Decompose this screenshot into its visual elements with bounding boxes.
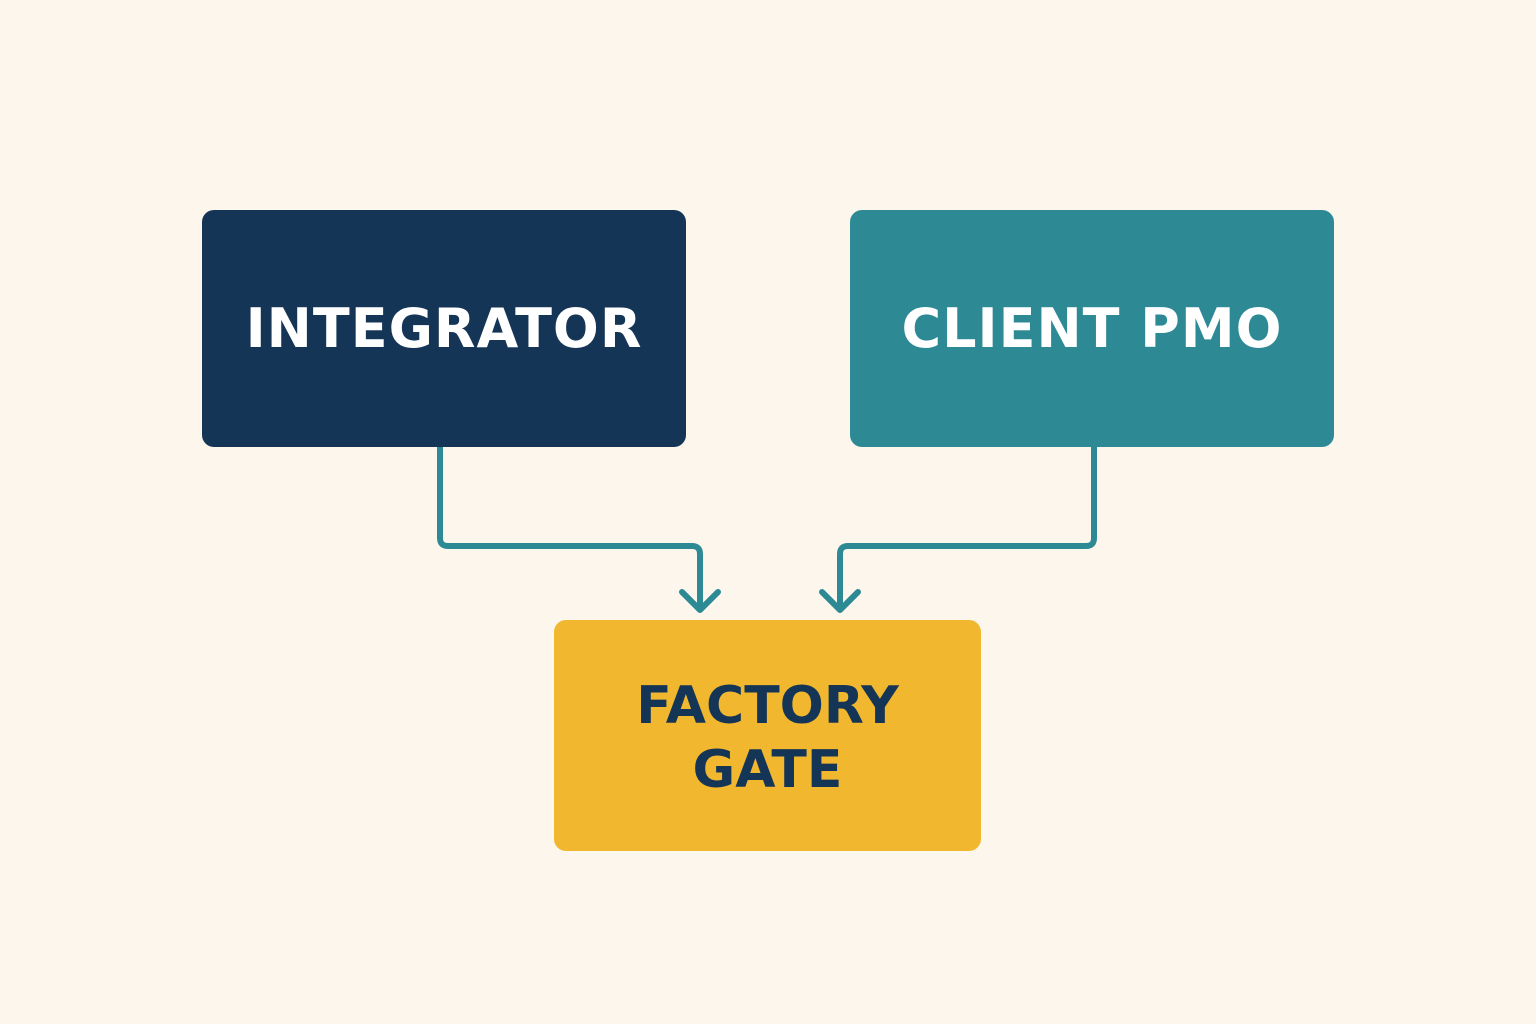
node-integrator-label: INTEGRATOR [245, 297, 643, 360]
arrowhead-integrator-to-factory-gate [679, 589, 721, 613]
arrowhead-client-pmo-to-factory-gate [819, 589, 861, 613]
node-factory-gate-label-line2: GATE [692, 739, 843, 800]
connector-client-pmo-to-factory-gate [837, 444, 1097, 612]
node-integrator: INTEGRATOR [202, 210, 686, 447]
node-factory-gate-label-line1: FACTORY [636, 675, 899, 736]
connector-integrator-to-factory-gate [437, 444, 703, 612]
node-client-pmo: CLIENT PMO [850, 210, 1334, 447]
node-client-pmo-label: CLIENT PMO [901, 297, 1283, 360]
node-factory-gate: FACTORY GATE [554, 620, 981, 851]
